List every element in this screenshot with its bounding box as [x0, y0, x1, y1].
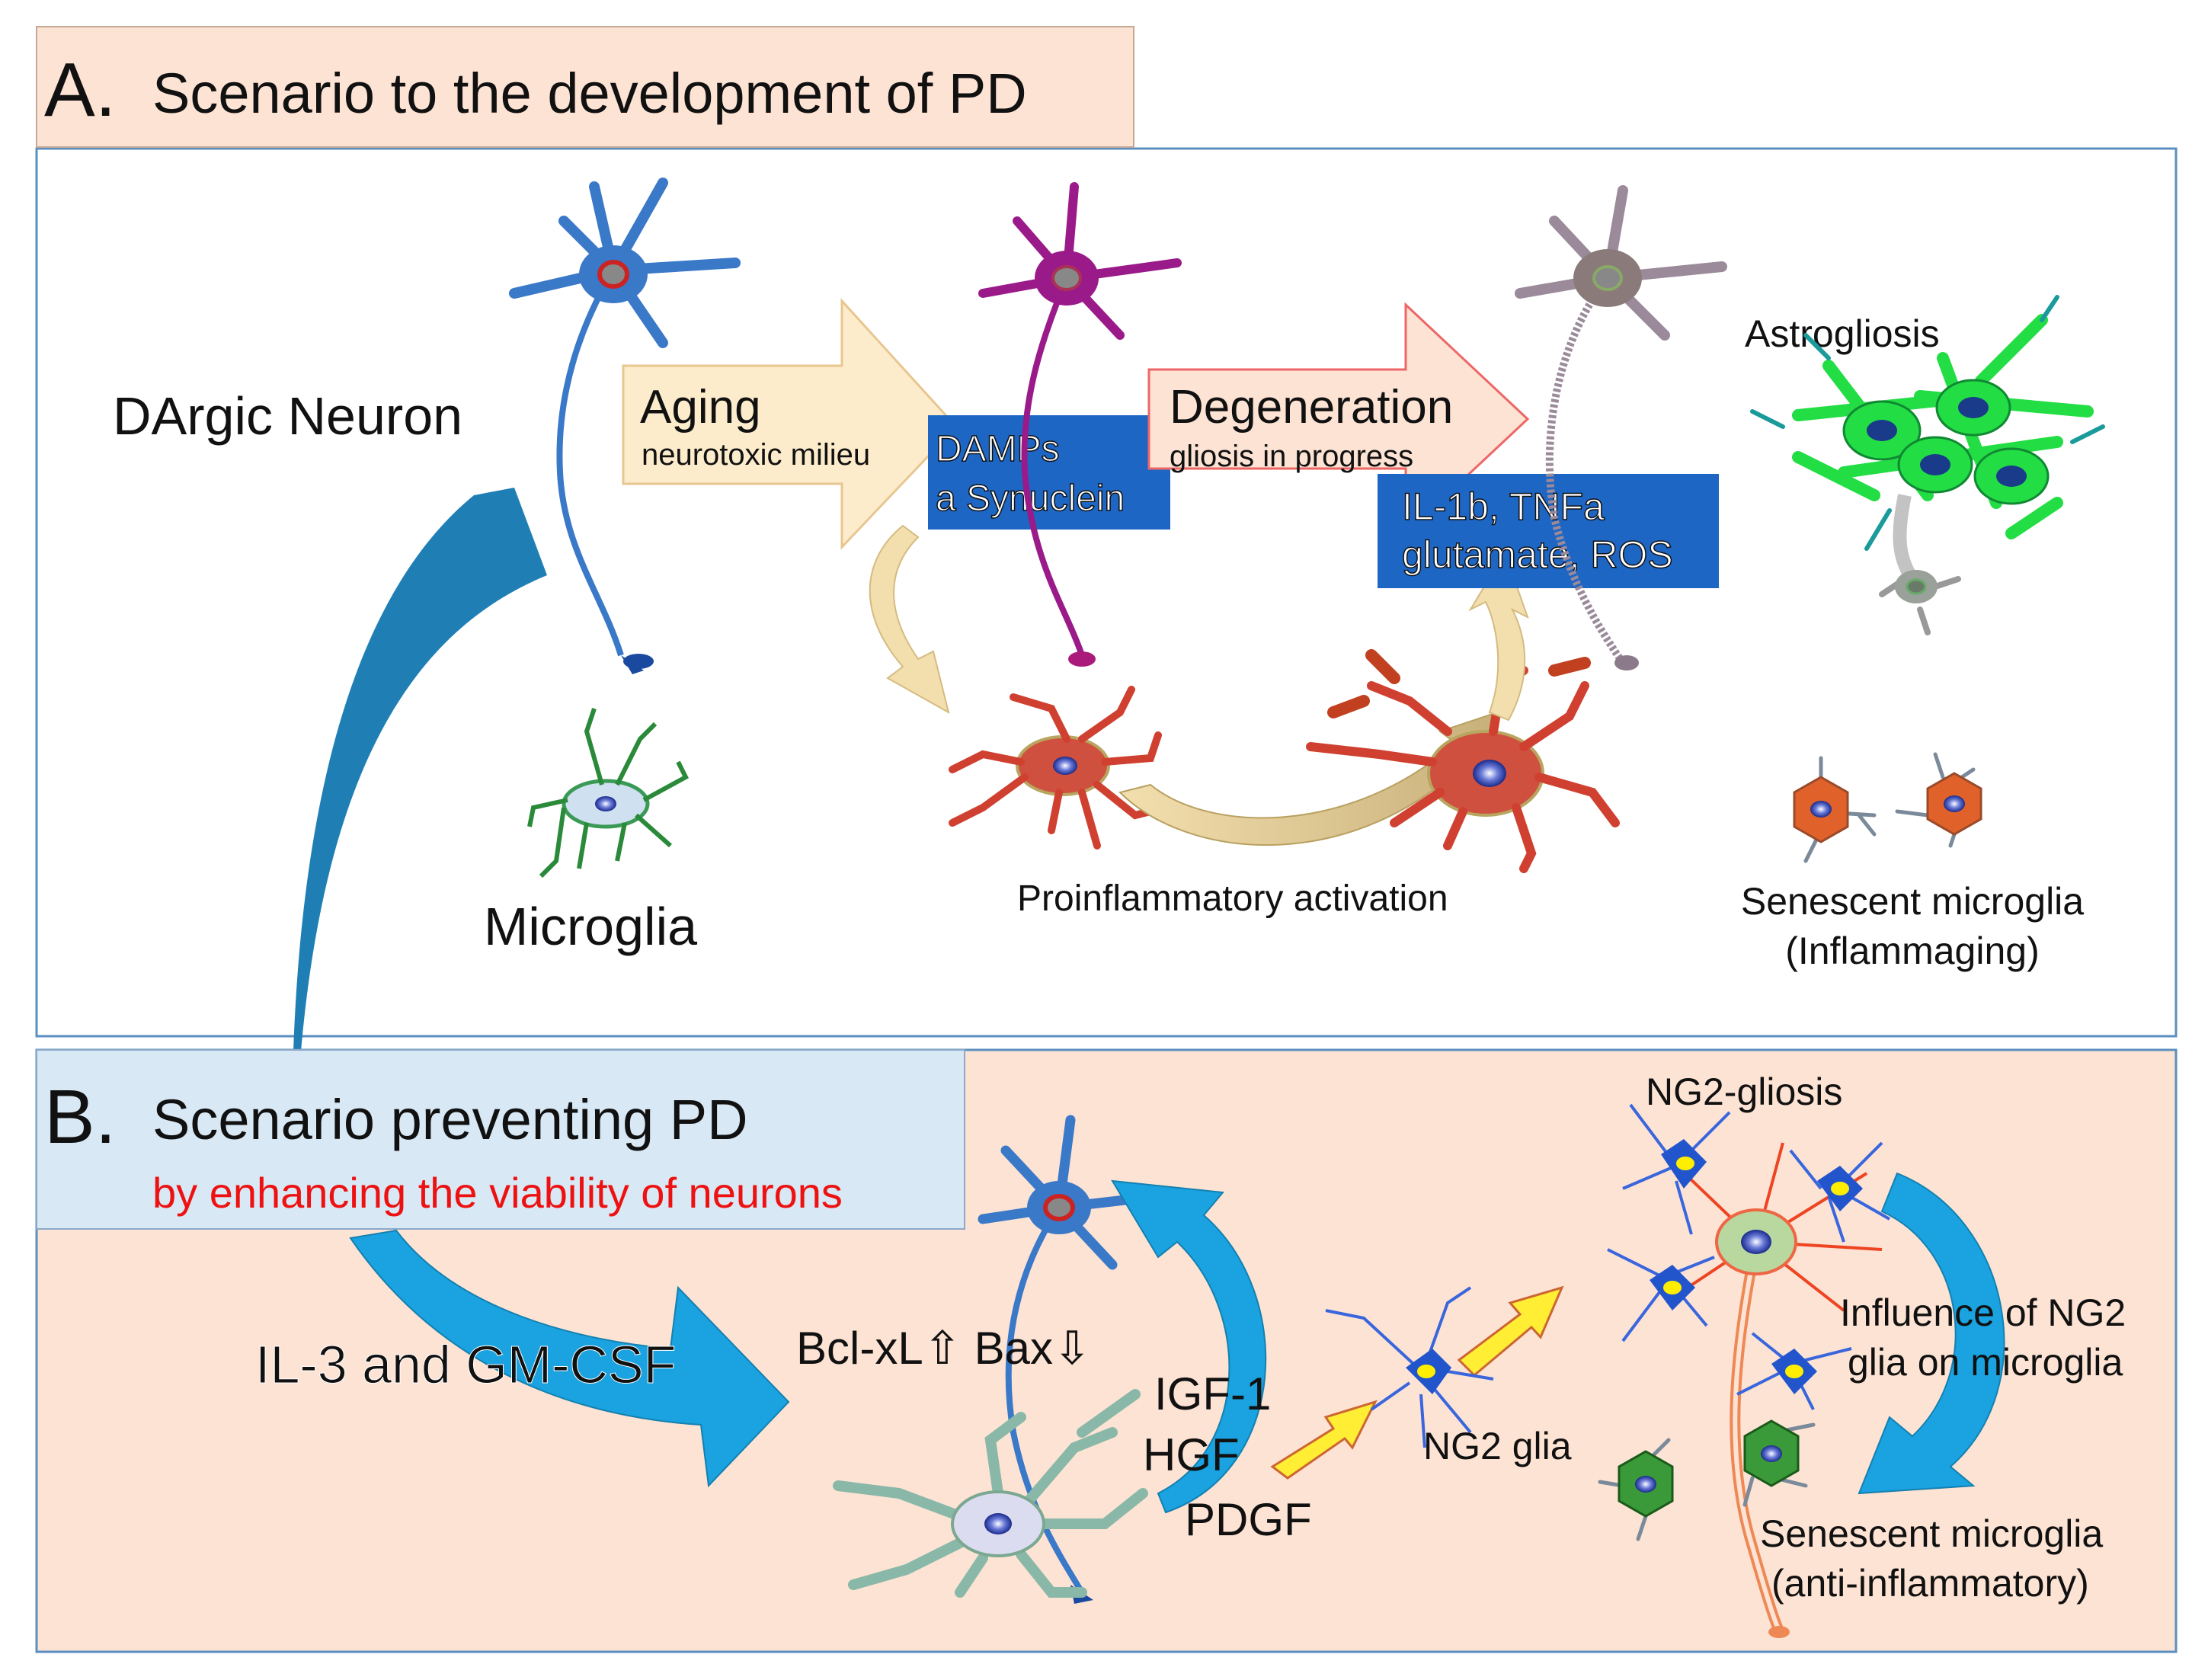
trophic-feedback-arrow — [1111, 1179, 1267, 1514]
panel-a-header — [36, 26, 1134, 148]
dargic-neuron-label: DArgic Neuron — [113, 386, 462, 446]
panel-transition-arrow — [293, 488, 547, 1051]
senescent-a-label-1: Senescent microglia — [1741, 880, 2084, 923]
degeneration-subtitle: gliosis in progress — [1170, 440, 1413, 473]
ng2-gliosis-label: NG2-gliosis — [1646, 1070, 1842, 1113]
panel-b-letter: B. — [44, 1074, 116, 1160]
il3-arrow — [349, 1229, 790, 1488]
il3-label: IL-3 and GM-CSF — [255, 1335, 676, 1394]
bcl-bax-label: Bcl-xL⇧ Bax⇩ — [796, 1323, 1091, 1374]
neuron-protected — [978, 1115, 1163, 1604]
panel-b-title: Scenario preventing PD — [152, 1088, 748, 1151]
panel-a-title: Scenario to the development of PD — [152, 62, 1027, 125]
yellow-arrow-to-ng2 — [1270, 1400, 1378, 1480]
pdgf-label: PDGF — [1185, 1494, 1312, 1545]
panel-a-letter: A. — [44, 47, 116, 133]
proinflammatory-label: Proinflammatory activation — [1017, 878, 1448, 919]
senescent-a-label-2: (Inflammaging) — [1785, 930, 2039, 972]
panel-a: A. Scenario to the development of PD DAr… — [35, 26, 2178, 1051]
cytokine-box — [1378, 474, 1719, 588]
influence-line-2: glia on microglia — [1848, 1341, 2123, 1384]
hgf-label: HGF — [1143, 1429, 1240, 1480]
ng2-glia-cell — [1325, 1286, 1494, 1448]
neuron-stressed — [978, 182, 1182, 667]
panel-a-frame — [35, 147, 2178, 1038]
dargic-neuron-healthy — [509, 178, 741, 674]
ng2-glia-label: NG2 glia — [1423, 1425, 1572, 1467]
panel-b-header — [36, 1049, 965, 1230]
astrogliosis-label: Astrogliosis — [1745, 312, 1940, 355]
aging-title: Aging — [640, 381, 761, 434]
influence-line-1: Influence of NG2 — [1840, 1291, 2126, 1334]
astrocyte-cluster — [1750, 295, 2105, 635]
neuron-degenerating — [1515, 185, 1727, 670]
microglia-activated-2 — [1306, 649, 1620, 873]
senescent-b-label-1: Senescent microglia — [1760, 1512, 2103, 1555]
aging-arrow — [622, 298, 958, 550]
aging-to-microglia-arrow — [869, 524, 950, 715]
igf-label: IGF-1 — [1154, 1368, 1271, 1419]
panel-b-subtitle: by enhancing the viability of neurons — [152, 1169, 843, 1217]
cytokine-line-1: IL-1b, TNFa — [1402, 485, 1605, 528]
microglia-supportive — [833, 1389, 1148, 1598]
damps-line-1: DAMPs — [936, 429, 1060, 469]
panel-b: B. Scenario preventing PD by enhancing t… — [35, 1048, 2178, 1653]
senescent-microglia-a — [1793, 752, 1982, 863]
microglia-label: Microglia — [484, 897, 697, 956]
yellow-arrow-to-gliosis — [1457, 1285, 1564, 1378]
senescent-microglia-b — [1598, 1419, 1816, 1541]
damps-box — [928, 415, 1170, 530]
aging-subtitle: neurotoxic milieu — [642, 438, 870, 472]
ng2-gliosis-cluster — [1607, 1103, 1890, 1638]
microglia-resting — [527, 708, 689, 878]
ng2-influence-arrow — [1858, 1172, 2005, 1495]
microglia-activated-1 — [949, 686, 1170, 850]
cytokine-line-2: glutamate, ROS — [1402, 533, 1673, 576]
senescent-b-label-2: (anti-inflammatory) — [1771, 1562, 2089, 1605]
degeneration-title: Degeneration — [1170, 381, 1453, 434]
